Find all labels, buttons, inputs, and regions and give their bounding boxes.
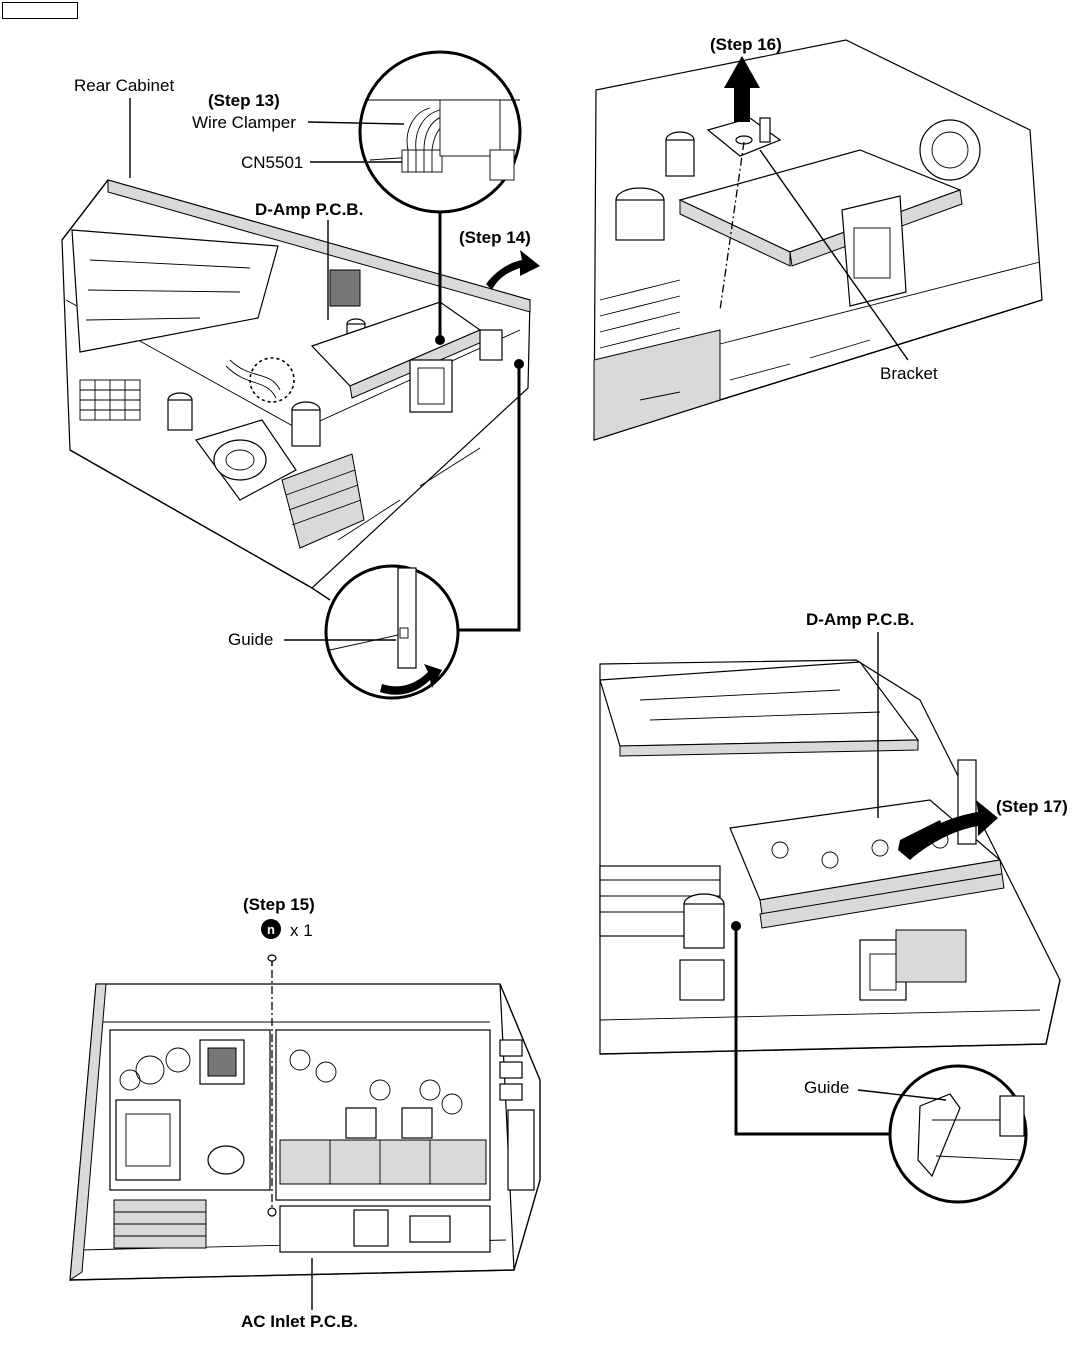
screw-symbol-letter: n [267, 922, 275, 937]
top-left-labels: Rear Cabinet (Step 13) Wire Clamper CN55… [74, 76, 531, 649]
damp-pcb-label-2: D-Amp P.C.B. [806, 610, 914, 629]
bracket-label: Bracket [880, 364, 938, 383]
guide-label-2: Guide [804, 1078, 849, 1097]
page-corner-box [2, 2, 78, 19]
step-13-label: (Step 13) [208, 91, 280, 110]
cn5501-label: CN5501 [241, 153, 303, 172]
bottom-left-labels: (Step 15) n x 1 AC Inlet P.C.B. [241, 895, 358, 1331]
step-16-label: (Step 16) [710, 35, 782, 54]
wire-clamper-label: Wire Clamper [192, 113, 296, 132]
rear-cabinet-label: Rear Cabinet [74, 76, 174, 95]
top-right-chassis-illustration [593, 39, 1043, 441]
bottom-right-labels: D-Amp P.C.B. (Step 17) Guide [804, 610, 1068, 1097]
step-14-label: (Step 14) [459, 228, 531, 247]
step-15-label: (Step 15) [243, 895, 315, 914]
screw-type-n-icon [261, 919, 281, 939]
damp-pcb-label: D-Amp P.C.B. [255, 200, 363, 219]
ac-inlet-pcb-label: AC Inlet P.C.B. [241, 1312, 358, 1331]
screw-count-label: x 1 [290, 921, 313, 940]
top-right-labels: (Step 16) Bracket [710, 35, 938, 383]
bottom-right-chassis-illustration [599, 632, 1061, 1204]
screw-icon [267, 954, 277, 966]
top-left-chassis-illustration [61, 50, 540, 700]
step-17-label: (Step 17) [996, 797, 1068, 816]
guide-label: Guide [228, 630, 273, 649]
bottom-left-chassis-illustration [69, 919, 541, 1310]
